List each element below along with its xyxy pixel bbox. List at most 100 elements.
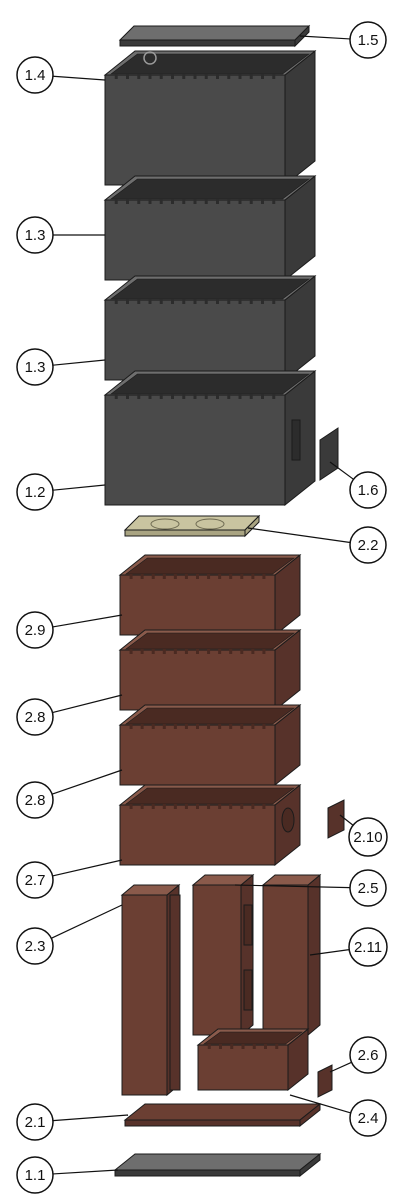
part-1-4-top-box-notch <box>249 74 253 79</box>
callout-circle-1.2 <box>16 473 54 511</box>
leader-line-1.4 <box>52 75 106 81</box>
part-2-8-box-a-notch <box>240 649 244 654</box>
callout-label-2.8a: 2.8 <box>25 709 46 726</box>
part-2-8-box-a-notch <box>151 649 155 654</box>
callout-label-1.1: 1.1 <box>25 1167 46 1184</box>
part-1-3-box-a-opening <box>110 178 310 200</box>
callout-circle-2.8a <box>16 698 54 736</box>
part-1-3-box-b-notch <box>204 299 208 304</box>
callout-label-2.1: 2.1 <box>25 1114 46 1131</box>
part-2-1-plate-edge <box>124 1119 301 1127</box>
part-2-1-plate-top <box>123 1103 322 1121</box>
callout-label-1.3a: 1.3 <box>25 227 46 244</box>
part-1-3-box-a-front-face <box>104 199 286 281</box>
callout-circle-2.5 <box>349 869 387 907</box>
callout-circle-1.4 <box>16 56 54 94</box>
callout-circle-2.8b <box>16 781 54 819</box>
part-1-4-top-box-notch <box>227 74 231 79</box>
part-2-9-box-notch <box>173 574 177 579</box>
callout-circle-1.5 <box>349 21 387 59</box>
part-1-2-box-opening <box>110 373 310 395</box>
part-2-8-box-b-notch <box>129 724 133 729</box>
part-1-3-box-a <box>103 174 317 282</box>
part-1-3-box-a-notch <box>148 199 152 204</box>
part-2-8-box-b-notch <box>140 724 144 729</box>
part-2-8-box-a-notch <box>207 649 211 654</box>
part-2-8-box-b <box>118 703 302 787</box>
part-2-7-box-notch <box>262 804 266 809</box>
part-2-9-box-notch <box>151 574 155 579</box>
part-2-3-column-front <box>121 894 168 1096</box>
leader-line-2.5 <box>234 884 351 889</box>
part-2-9-box-notch <box>140 574 144 579</box>
part-1-4-top-box-notch <box>261 74 264 79</box>
part-2-10-cap <box>327 799 345 839</box>
part-1-3-box-a-notch <box>272 199 276 204</box>
part-1-4-top-box-notch <box>238 74 242 79</box>
part-2-7-box-notch <box>229 804 233 809</box>
part-1-3-box-b-notch <box>171 299 174 304</box>
leader-line-1.3b <box>52 359 106 366</box>
callout-circle-2.4 <box>349 1099 387 1137</box>
part-2-4-box <box>196 1027 310 1092</box>
leader-line-2.11 <box>309 949 350 956</box>
part-2-8-box-a-notch <box>173 649 177 654</box>
leader-line-1.1 <box>52 1169 119 1175</box>
part-1-4-top-box-notch <box>182 74 186 79</box>
part-1-3-box-a-notch <box>261 199 264 204</box>
part-1-2-box-notch <box>238 394 242 399</box>
part-2-4-box-notch <box>275 1044 279 1049</box>
part-2-7-box-notch <box>184 804 188 809</box>
part-1-3-box-a-notch <box>182 199 186 204</box>
part-2-2-plate-edge <box>124 529 246 537</box>
part-2-6-cap <box>317 1064 333 1098</box>
part-1-2-box-notch <box>261 394 264 399</box>
part-1-3-box-a-notch <box>126 199 129 204</box>
part-1-4-top-box-opening <box>110 53 310 75</box>
part-1-3-box-a-notch <box>137 199 141 204</box>
part-1-3-box-b-notch <box>272 299 276 304</box>
part-1-2-box-notch <box>204 394 208 399</box>
part-1-3-box-b-opening <box>110 278 310 300</box>
part-1-4-top-box-notch <box>114 74 118 79</box>
part-2-7-box-notch <box>162 804 166 809</box>
leader-line-2.3 <box>51 904 123 939</box>
part-1-3-box-b <box>103 274 317 382</box>
leader-line-2.2 <box>247 527 351 544</box>
callout-circle-1.3a <box>16 216 54 254</box>
part-1-2-box-front-face <box>104 394 286 506</box>
part-1-2-box-notch <box>114 394 118 399</box>
part-2-9-box-front-face <box>119 574 276 636</box>
column-slot <box>243 904 253 946</box>
part-2-2-plate-top <box>123 515 261 531</box>
part-2-4-box-front-face <box>197 1044 289 1091</box>
column-slot <box>243 969 253 1011</box>
part-2-4-box-notch <box>207 1044 211 1049</box>
callout-label-1.3b: 1.3 <box>25 359 46 376</box>
part-1-2-box-notch <box>171 394 174 399</box>
part-1-4-top-box-notch <box>204 74 208 79</box>
callout-label-2.2: 2.2 <box>358 537 379 554</box>
callout-circle-2.2 <box>349 526 387 564</box>
pipe-fitting-icon <box>143 51 157 65</box>
part-1-2-box <box>103 369 317 507</box>
part-2-7-box-notch <box>129 804 133 809</box>
part-2-11-column-top <box>261 874 322 886</box>
part-1-3-box-b-notch <box>159 299 163 304</box>
part-2-5-column-front <box>192 884 242 1036</box>
part-2-9-box-notch <box>184 574 188 579</box>
part-2-8-box-b-notch <box>173 724 177 729</box>
part-2-9-box-notch <box>218 574 222 579</box>
callout-label-2.5: 2.5 <box>358 880 379 897</box>
callout-label-1.2: 1.2 <box>25 484 46 501</box>
part-2-4-box-notch <box>241 1044 245 1049</box>
part-2-9-box <box>118 553 302 637</box>
callout-label-2.7: 2.7 <box>25 872 46 889</box>
part-2-9-box-notch <box>262 574 266 579</box>
part-2-8-box-a-notch <box>184 649 188 654</box>
part-1-1-base-top <box>113 1153 322 1171</box>
callout-label-2.9: 2.9 <box>25 622 46 639</box>
part-1-2-box-notch <box>137 394 141 399</box>
callout-label-2.8b: 2.8 <box>25 792 46 809</box>
